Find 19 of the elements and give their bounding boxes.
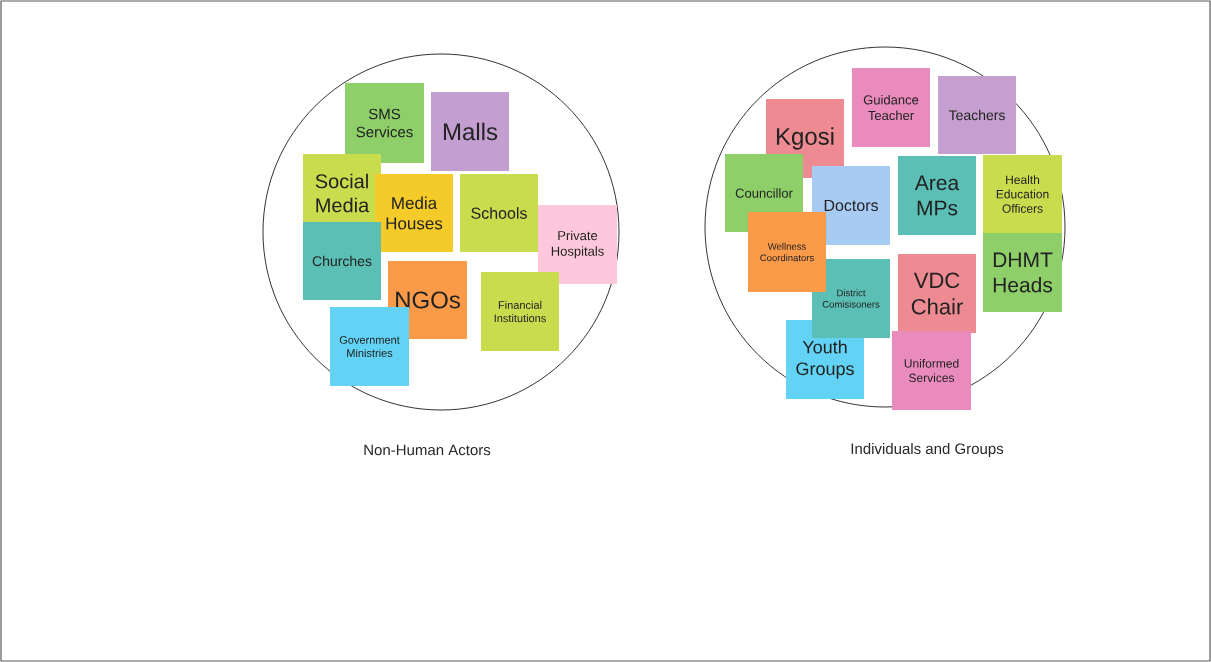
node-label: Non-Human Actors xyxy=(364,444,491,456)
sticky-note: Doctors xyxy=(812,166,890,245)
sticky-note: Guidance Teacher xyxy=(852,68,930,147)
sticky-note: Media Houses xyxy=(375,174,453,252)
node-label: Individuals and Groups xyxy=(851,443,1004,457)
sticky-note: Schools xyxy=(460,174,538,252)
sticky-note: Government Ministries xyxy=(330,307,409,386)
sticky-note: VDC Chair xyxy=(898,254,976,333)
sticky-note: Uniformed Services xyxy=(892,331,971,410)
sticky-note: Private Hospitals xyxy=(538,205,617,284)
sticky-note: Health Education Officers xyxy=(983,155,1062,233)
sticky-note: SMS Services xyxy=(345,83,424,163)
sticky-note: DHMT Heads xyxy=(983,233,1062,312)
sticky-note: Wellness Coordinators xyxy=(748,212,826,292)
sticky-note: Teachers xyxy=(938,76,1016,154)
sticky-note: Financial Institutions xyxy=(481,272,559,351)
sticky-note: Churches xyxy=(303,222,381,300)
sticky-note: Area MPs xyxy=(898,156,976,235)
sticky-note: Malls xyxy=(431,92,509,171)
